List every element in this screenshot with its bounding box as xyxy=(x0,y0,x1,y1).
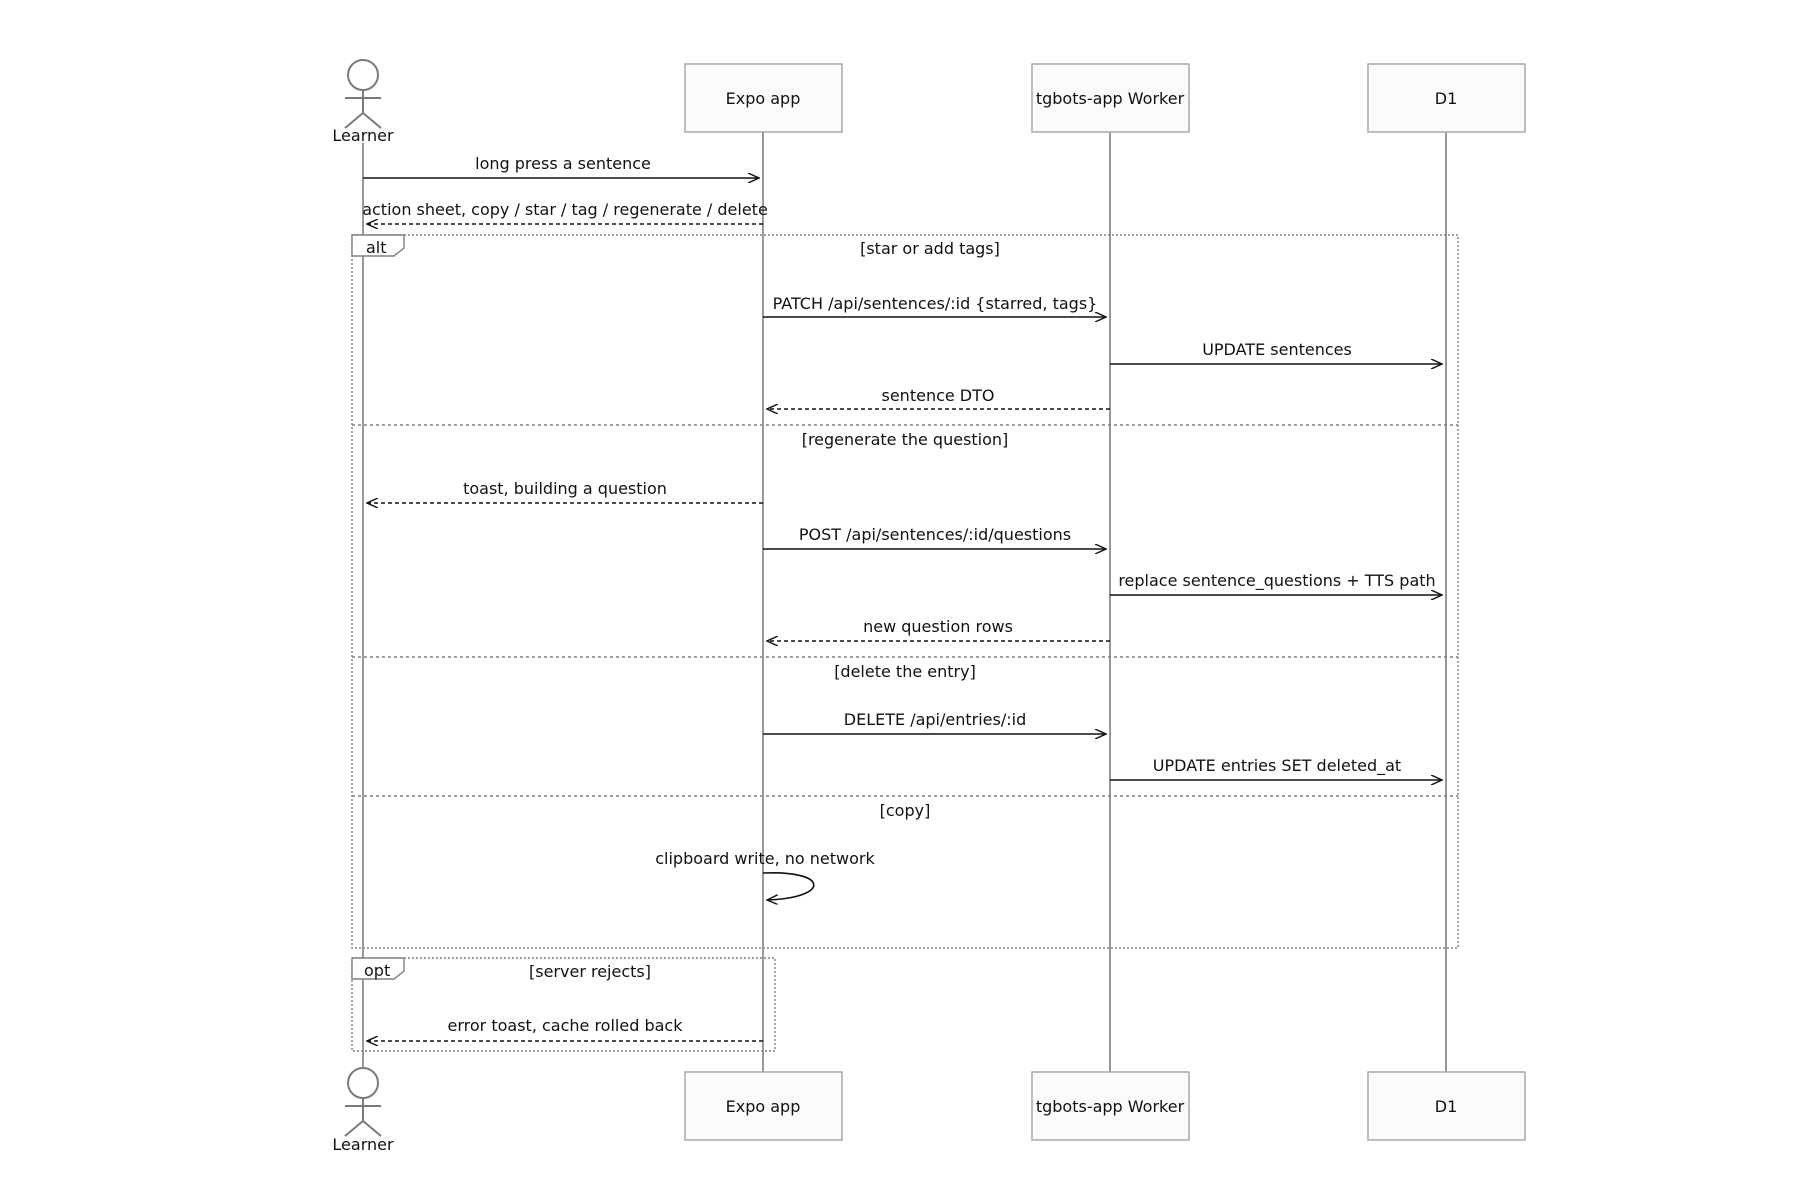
message-label: DELETE /api/entries/:id xyxy=(844,710,1026,729)
message-label: sentence DTO xyxy=(882,386,995,405)
actor-learner-bottom: Learner xyxy=(332,1067,394,1154)
actor-head xyxy=(347,1067,379,1099)
opt-frame: opt [server rejects] xyxy=(351,957,776,1052)
message-label: clipboard write, no network xyxy=(655,849,875,868)
alt-frame-tag: alt xyxy=(366,238,387,257)
message-label: replace sentence_questions + TTS path xyxy=(1118,571,1435,591)
alt-condition-1: [star or add tags] xyxy=(860,239,1000,258)
message-11: UPDATE entries SET deleted_at xyxy=(1110,756,1442,780)
alt-condition-4: [copy] xyxy=(880,801,931,820)
participant-label-expo-bottom: Expo app xyxy=(726,1097,801,1116)
participant-label-d1-bottom: D1 xyxy=(1435,1097,1458,1116)
participant-label-d1-top: D1 xyxy=(1435,89,1458,108)
message-label: PATCH /api/sentences/:id {starred, tags} xyxy=(773,294,1098,313)
participant-d1-bottom: D1 xyxy=(1367,1071,1526,1141)
message-label: new question rows xyxy=(863,617,1013,636)
alt-frame-tag-box xyxy=(351,234,405,257)
participant-label-worker-top: tgbots-app Worker xyxy=(1036,89,1185,108)
message-13: error toast, cache rolled back xyxy=(367,1016,763,1041)
message-1: long press a sentence xyxy=(363,154,759,178)
participant-worker-bottom: tgbots-app Worker xyxy=(1031,1071,1190,1141)
participant-label-worker-bottom: tgbots-app Worker xyxy=(1036,1097,1185,1116)
participant-box xyxy=(1367,1071,1526,1141)
message-label: error toast, cache rolled back xyxy=(448,1016,684,1035)
actor-learner-top: Learner xyxy=(332,59,394,145)
message-2: action sheet, copy / star / tag / regene… xyxy=(362,200,768,224)
actor-legs xyxy=(344,111,382,129)
participant-box xyxy=(1367,63,1526,133)
alt-frame-border xyxy=(351,234,1459,949)
message-label: toast, building a question xyxy=(463,479,667,498)
message-label: long press a sentence xyxy=(475,154,651,173)
participant-expo-top: Expo app xyxy=(684,63,843,133)
actor-legs xyxy=(344,1119,382,1137)
participant-label-learner-bottom: Learner xyxy=(332,1135,394,1154)
message-10: DELETE /api/entries/:id xyxy=(763,710,1106,734)
participant-expo-bottom: Expo app xyxy=(684,1071,843,1141)
self-loop-arrow xyxy=(762,872,815,900)
alt-condition-3: [delete the entry] xyxy=(834,662,976,681)
message-label: action sheet, copy / star / tag / regene… xyxy=(362,200,768,219)
message-7: POST /api/sentences/:id/questions xyxy=(763,525,1106,549)
message-9: new question rows xyxy=(767,617,1110,641)
opt-frame-tag: opt xyxy=(364,961,390,980)
alt-frame: alt [star or add tags] [regenerate the q… xyxy=(351,234,1459,949)
actor-head xyxy=(347,59,379,91)
participant-d1-top: D1 xyxy=(1367,63,1526,133)
opt-frame-border xyxy=(351,957,776,1052)
participant-worker-top: tgbots-app Worker xyxy=(1031,63,1190,133)
participant-box xyxy=(1031,1071,1190,1141)
message-5: sentence DTO xyxy=(767,386,1110,409)
participant-box xyxy=(684,63,843,133)
participant-box xyxy=(684,1071,843,1141)
message-6: toast, building a question xyxy=(367,479,763,503)
opt-condition: [server rejects] xyxy=(529,962,651,981)
message-label: UPDATE entries SET deleted_at xyxy=(1153,756,1401,776)
alt-condition-2: [regenerate the question] xyxy=(802,430,1009,449)
opt-frame-tag-box xyxy=(351,957,405,980)
message-label: POST /api/sentences/:id/questions xyxy=(799,525,1071,544)
message-8: replace sentence_questions + TTS path xyxy=(1110,571,1442,595)
participant-label-learner-top: Learner xyxy=(332,126,394,145)
participant-box xyxy=(1031,63,1190,133)
message-label: UPDATE sentences xyxy=(1202,340,1352,359)
message-12-self: clipboard write, no network xyxy=(655,849,875,900)
message-3: PATCH /api/sentences/:id {starred, tags} xyxy=(763,294,1106,317)
participant-label-expo-top: Expo app xyxy=(726,89,801,108)
message-4: UPDATE sentences xyxy=(1110,340,1442,364)
